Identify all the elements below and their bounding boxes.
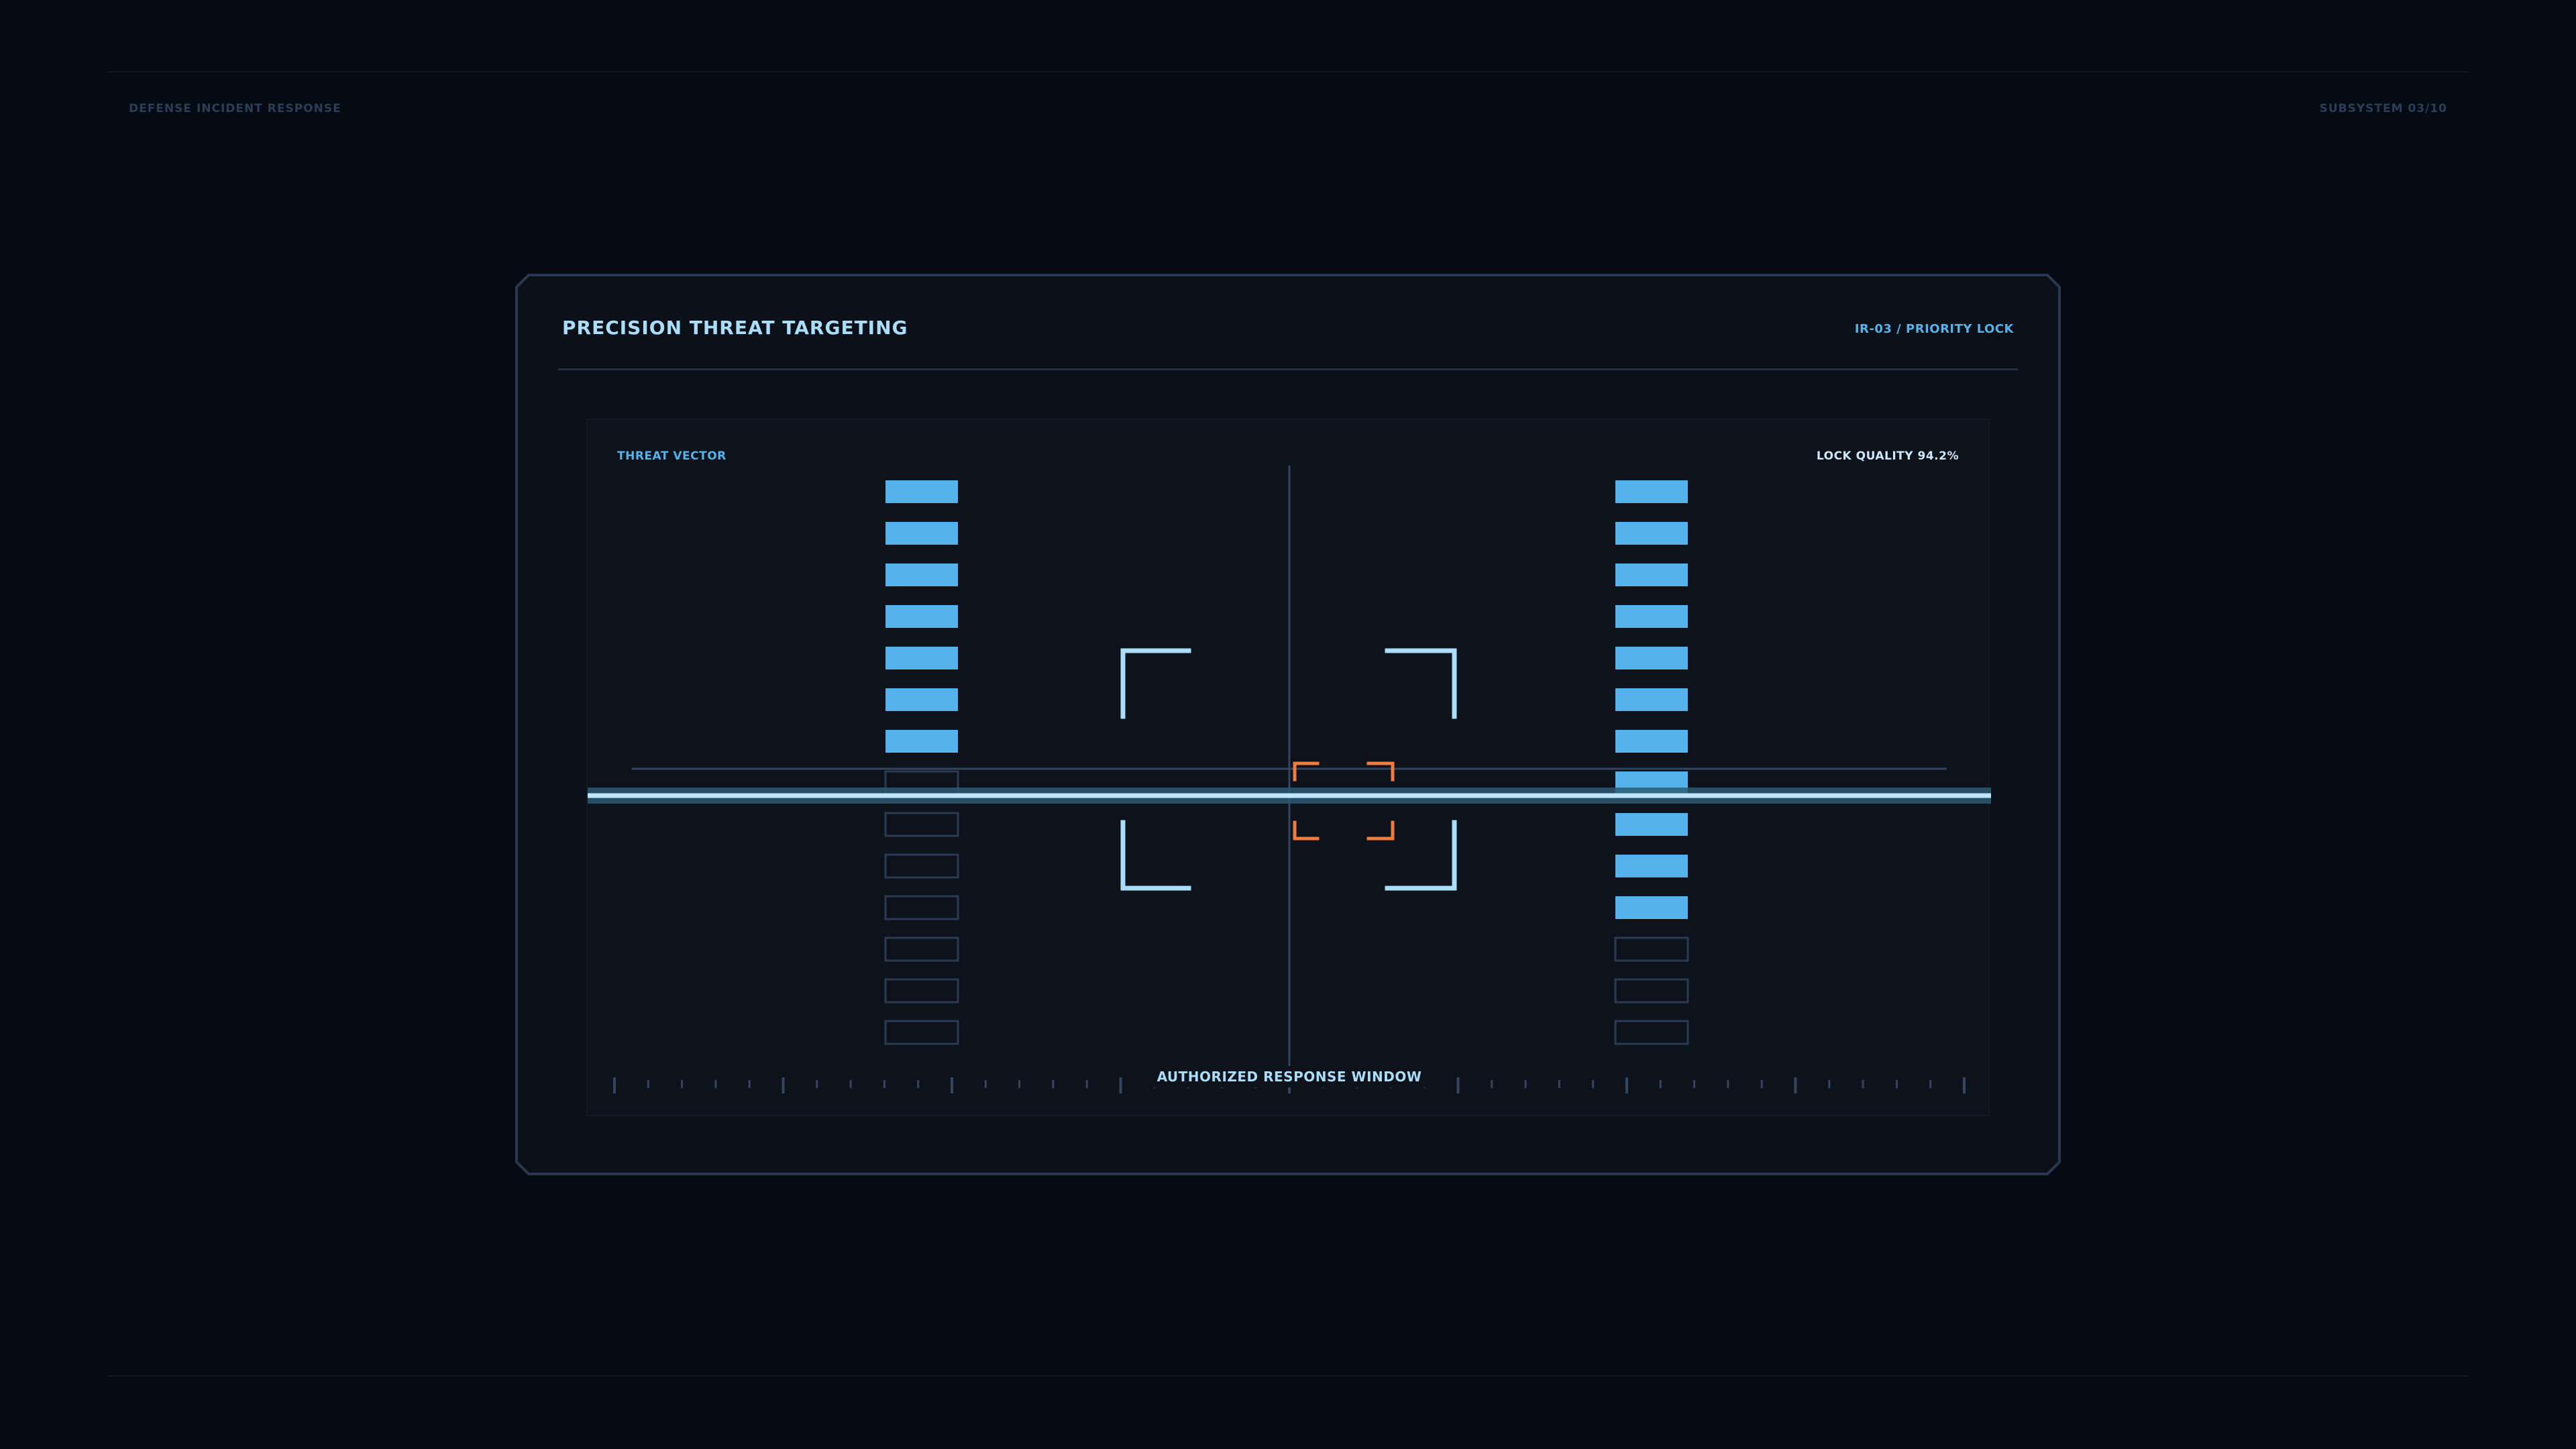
target-corner-top-left — [1293, 761, 1320, 782]
top-rule — [107, 71, 2469, 72]
response-window-text: AUTHORIZED RESPONSE WINDOW — [1147, 1066, 1432, 1087]
reticle-corner-bottom-left — [1120, 820, 1191, 891]
bottom-rule — [107, 1375, 2469, 1377]
lock-quality-segment-2 — [1615, 522, 1688, 545]
threat-vector-segment-12 — [884, 936, 959, 962]
targeting-scope — [588, 466, 1991, 1093]
threat-vector-segment-6 — [885, 688, 958, 711]
lock-quality-segment-9 — [1615, 813, 1688, 836]
threat-vector-segment-14 — [884, 1020, 959, 1045]
lock-quality-meter — [1614, 480, 1689, 1045]
lock-quality-segment-4 — [1615, 605, 1688, 628]
reticle-corner-bottom-right — [1385, 820, 1457, 891]
subsystem-label: SUBSYSTEM 03/10 — [2319, 102, 2447, 115]
lock-quality-segment-3 — [1615, 564, 1688, 586]
threat-vector-segment-2 — [885, 522, 958, 545]
system-label: DEFENSE INCIDENT RESPONSE — [129, 102, 341, 115]
threat-vector-segment-3 — [885, 564, 958, 586]
threat-vector-label: THREAT VECTOR — [617, 449, 727, 463]
lock-quality-segment-13 — [1614, 978, 1689, 1004]
lock-quality-segment-12 — [1614, 936, 1689, 962]
panel-title: PRECISION THREAT TARGETING — [562, 317, 908, 339]
lock-quality-segment-7 — [1615, 730, 1688, 753]
targeting-panel: PRECISION THREAT TARGETING IR-03 / PRIOR… — [515, 274, 2061, 1175]
panel-reference: IR-03 / PRIORITY LOCK — [1854, 322, 2014, 336]
lock-quality-segment-10 — [1615, 855, 1688, 877]
target-corner-bottom-right — [1366, 820, 1395, 841]
lock-quality-segment-14 — [1614, 1020, 1689, 1045]
threat-vector-segment-9 — [884, 812, 959, 837]
threat-vector-segment-5 — [885, 647, 958, 669]
threat-vector-segment-11 — [884, 895, 959, 920]
lock-quality-segment-5 — [1615, 647, 1688, 669]
threat-vector-segment-10 — [884, 853, 959, 879]
lock-quality-segment-11 — [1615, 896, 1688, 919]
lock-quality-segment-1 — [1615, 480, 1688, 503]
reticle — [1120, 648, 1457, 891]
panel-divider — [558, 368, 2018, 370]
threat-vector-segment-7 — [885, 730, 958, 753]
lock-quality-segment-6 — [1615, 688, 1688, 711]
threat-vector-meter — [884, 480, 959, 1045]
threat-vector-segment-13 — [884, 978, 959, 1004]
targeting-display: THREAT VECTOR LOCK QUALITY 94.2% AUTHORI… — [586, 419, 1991, 1116]
reticle-corner-top-left — [1120, 648, 1191, 719]
target-corner-top-right — [1366, 761, 1395, 782]
reticle-corner-top-right — [1385, 648, 1457, 719]
lock-quality-label: LOCK QUALITY 94.2% — [1816, 449, 1959, 463]
response-window-label: AUTHORIZED RESPONSE WINDOW — [588, 1066, 1991, 1087]
threat-vector-segment-4 — [885, 605, 958, 628]
target-corner-bottom-left — [1293, 820, 1320, 841]
threat-vector-segment-1 — [885, 480, 958, 503]
target-lock-box — [1293, 761, 1395, 841]
